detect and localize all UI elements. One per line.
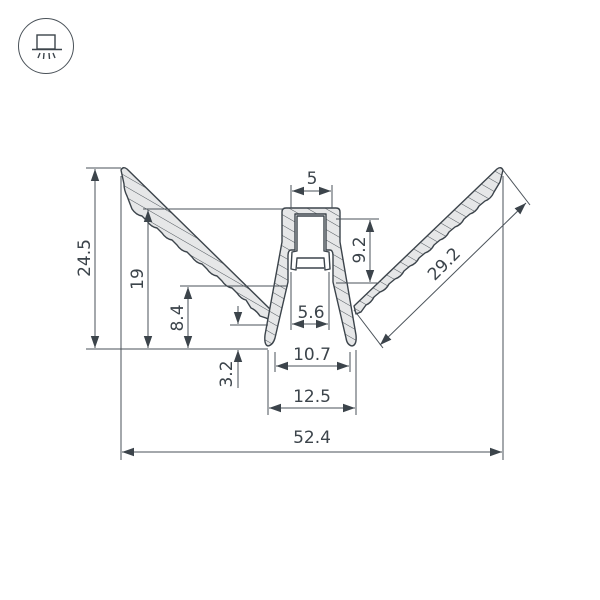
dimension-lines (86, 167, 531, 460)
dim-bottom-offset: 3.2 (217, 360, 237, 387)
dim-channel-width: 5 (307, 169, 318, 189)
inner-clip (290, 215, 331, 271)
dim-total-height: 24.5 (75, 239, 95, 277)
dim-body-outer-width: 12.5 (293, 387, 331, 407)
body-shell (264, 207, 357, 347)
dim-inner-opening: 5.6 (297, 303, 324, 323)
ceiling-mount-light-icon (32, 34, 62, 60)
dim-total-width: 52.4 (293, 428, 331, 448)
dim-body-inner-width: 10.7 (293, 345, 331, 365)
dim-inner-height: 19 (128, 268, 148, 290)
dim-29-2-line (379, 202, 527, 346)
dim-channel-depth: 9.2 (350, 236, 370, 263)
mounting-type-badge (18, 18, 74, 74)
dimension-labels: 24.5 19 8.4 3.2 9.2 5 5.6 10.7 12.5 52.4… (75, 169, 465, 448)
left-wing (120, 167, 274, 321)
dim-lip-height: 8.4 (168, 304, 188, 331)
right-wing (353, 167, 504, 315)
